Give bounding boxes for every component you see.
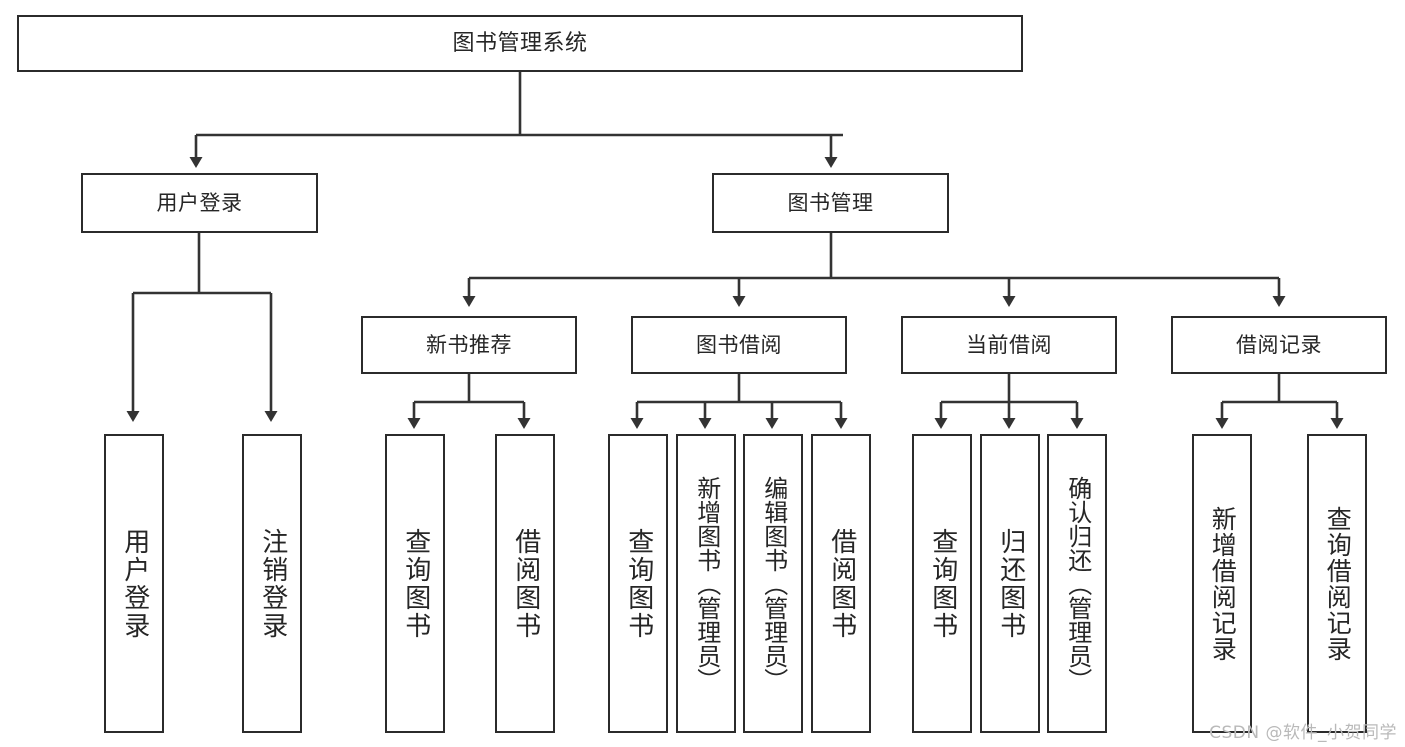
leaf-query-borrow-record-label: 查询借阅记录 <box>1323 505 1353 662</box>
csdn-watermark: CSDN @软件_小贺同学 <box>1209 723 1397 743</box>
leaf-add-borrow-record[interactable]: 新增借阅记录 <box>1192 434 1252 733</box>
leaf-borrow-book-new-label: 借阅图书 <box>510 527 541 640</box>
leaf-edit-book-admin[interactable]: 编辑图书（管理员） <box>743 434 803 733</box>
node-borrow-record-label: 借阅记录 <box>1236 332 1322 357</box>
leaf-query-book-borrow-label: 查询图书 <box>623 527 654 640</box>
node-book-borrow-label: 图书借阅 <box>696 332 782 357</box>
leaf-query-book-new-label: 查询图书 <box>400 527 431 640</box>
node-current-borrow[interactable]: 当前借阅 <box>901 316 1117 374</box>
node-new-book-recommend-label: 新书推荐 <box>426 332 512 357</box>
node-new-book-recommend[interactable]: 新书推荐 <box>361 316 577 374</box>
leaf-query-book-borrow[interactable]: 查询图书 <box>608 434 668 733</box>
leaf-borrow-book-borrow[interactable]: 借阅图书 <box>811 434 871 733</box>
leaf-add-book-admin[interactable]: 新增图书（管理员） <box>676 434 736 733</box>
node-current-borrow-label: 当前借阅 <box>966 332 1052 357</box>
node-root-library-system[interactable]: 图书管理系统 <box>17 15 1023 72</box>
node-root-label: 图书管理系统 <box>452 30 588 56</box>
node-book-borrow[interactable]: 图书借阅 <box>631 316 847 374</box>
leaf-add-book-admin-label: 新增图书（管理员） <box>692 475 721 692</box>
leaf-add-borrow-record-label: 新增借阅记录 <box>1208 505 1238 662</box>
leaf-user-login-label: 用户登录 <box>119 527 150 640</box>
leaf-logout-label: 注销登录 <box>257 527 288 640</box>
node-book-management[interactable]: 图书管理 <box>712 173 949 233</box>
leaf-query-book-current-label: 查询图书 <box>927 527 958 640</box>
leaf-query-book-current[interactable]: 查询图书 <box>912 434 972 733</box>
leaf-edit-book-admin-label: 编辑图书（管理员） <box>759 475 788 692</box>
node-user-login-label: 用户登录 <box>156 190 243 215</box>
leaf-return-book-label: 归还图书 <box>995 527 1026 640</box>
leaf-borrow-book-borrow-label: 借阅图书 <box>826 527 857 640</box>
node-user-login[interactable]: 用户登录 <box>81 173 318 233</box>
leaf-confirm-return-admin[interactable]: 确认归还（管理员） <box>1047 434 1107 733</box>
leaf-return-book[interactable]: 归还图书 <box>980 434 1040 733</box>
leaf-query-book-new[interactable]: 查询图书 <box>385 434 445 733</box>
node-borrow-record[interactable]: 借阅记录 <box>1171 316 1387 374</box>
leaf-confirm-return-admin-label: 确认归还（管理员） <box>1063 475 1092 692</box>
leaf-query-borrow-record[interactable]: 查询借阅记录 <box>1307 434 1367 733</box>
leaf-borrow-book-new[interactable]: 借阅图书 <box>495 434 555 733</box>
node-book-management-label: 图书管理 <box>787 190 874 215</box>
leaf-user-login[interactable]: 用户登录 <box>104 434 164 733</box>
leaf-logout[interactable]: 注销登录 <box>242 434 302 733</box>
